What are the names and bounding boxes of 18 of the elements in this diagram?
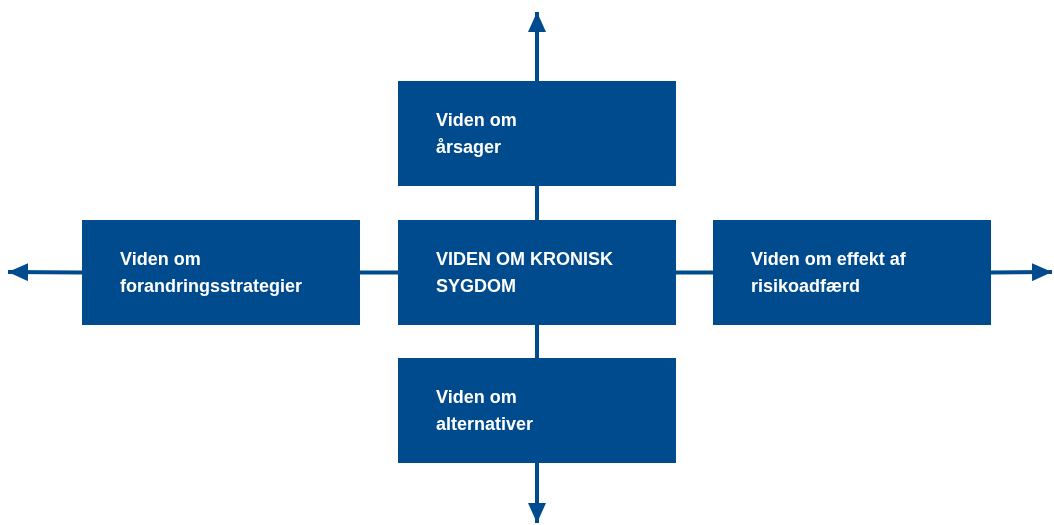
text-box	[713, 220, 991, 325]
arrow	[528, 12, 546, 81]
connector-line	[535, 186, 539, 220]
text-box	[398, 358, 676, 463]
connector-line	[535, 325, 539, 358]
connector-line	[676, 270, 713, 275]
arrow	[528, 463, 546, 523]
arrow	[991, 263, 1052, 282]
text-box	[398, 220, 676, 325]
box-label: Viden om alternativer	[436, 385, 535, 436]
box-label: Viden om effekt af risikoadfærd	[751, 247, 907, 298]
box-label: Viden om årsager	[436, 108, 518, 159]
box-label: Viden om forandringsstrategier	[120, 247, 304, 298]
connector-line	[360, 270, 398, 275]
text-box	[398, 81, 676, 186]
arrow	[8, 263, 82, 282]
text-box	[82, 220, 360, 325]
box-label: VIDEN OM KRONISK SYGDOM	[436, 247, 614, 298]
